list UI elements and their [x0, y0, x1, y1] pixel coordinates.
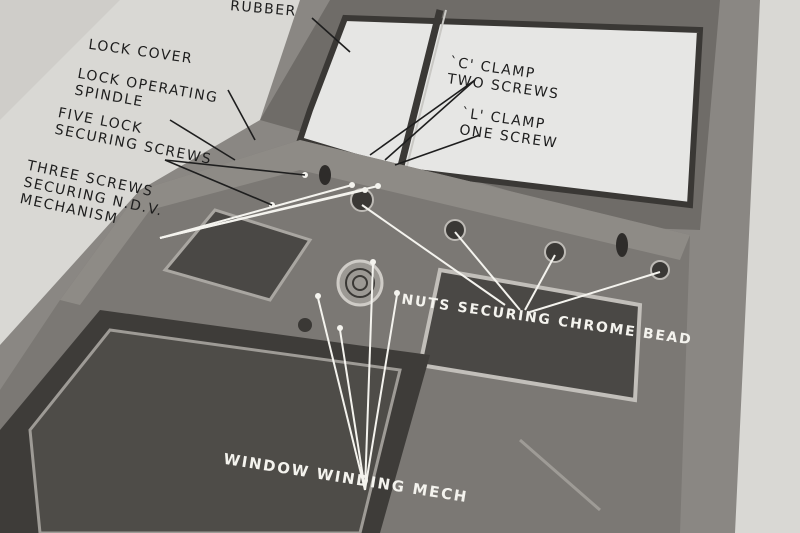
lower-opening-rim	[28, 328, 402, 533]
screw-dot	[370, 259, 376, 265]
leader-c-clamp-b	[384, 79, 476, 161]
leader-winding-c	[364, 263, 374, 491]
leader-winding-d	[364, 294, 398, 491]
leader-five-lock-a	[164, 159, 306, 176]
slot-1	[319, 165, 331, 185]
panel-edge-highlight	[519, 438, 601, 512]
leader-spindle	[169, 119, 236, 161]
leader-rubber	[311, 17, 351, 53]
leader-five-lock-b	[164, 159, 273, 206]
nut-hole-2	[544, 241, 566, 263]
leader-c-clamp-a	[369, 79, 476, 156]
window-divider-edge	[405, 9, 447, 171]
page-shadow-corner	[0, 0, 120, 120]
leader-lock-cover	[227, 89, 256, 141]
winding-spring-inner	[352, 275, 368, 291]
leader-winding-a	[317, 297, 366, 491]
leader-winding-b	[339, 329, 366, 491]
leader-nuts-a	[454, 231, 521, 311]
slot-2	[616, 233, 628, 257]
winding-spring	[345, 268, 375, 298]
dark-leaders	[164, 17, 481, 206]
right-opening	[417, 267, 643, 403]
nut-hole-1	[444, 219, 466, 241]
leader-nuts-b	[524, 254, 556, 311]
leader-nuts-d	[361, 204, 506, 306]
screw-dot	[315, 293, 321, 299]
leader-ndv-a	[159, 184, 353, 239]
winding-hub	[336, 259, 384, 307]
leader-l-clamp	[394, 134, 481, 166]
light-leaders	[159, 184, 661, 491]
screw-dot	[337, 325, 343, 331]
screw-dot	[394, 290, 400, 296]
panel-hole-1	[298, 318, 312, 332]
leader-ndv-c	[159, 185, 379, 239]
nut-hole-3	[650, 260, 670, 280]
window-divider	[396, 9, 444, 171]
leader-nuts-c	[529, 271, 661, 313]
